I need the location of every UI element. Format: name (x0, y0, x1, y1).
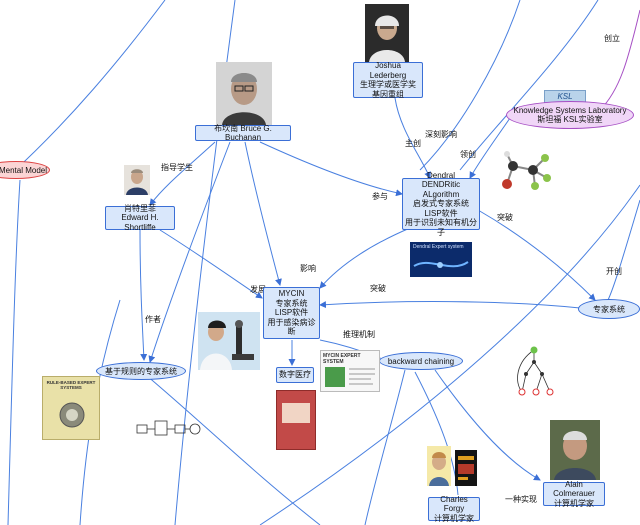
edge-bg-5 (459, 0, 599, 171)
edge-bg-1 (9, 0, 166, 176)
edge-bg-10 (364, 369, 406, 525)
photo-microscope (198, 312, 260, 370)
label-fazhan: 发展 (250, 285, 266, 294)
node-colmerauer[interactable]: Alain Colmerauer 计算机学家 (543, 480, 605, 508)
node-lederberg[interactable]: Joshua Lederberg 生理学或医学奖 基因重组 (353, 61, 423, 99)
flow-diagram-thumbnail (135, 415, 205, 443)
edge-bg-8 (139, 369, 321, 525)
book-forgy (455, 450, 477, 486)
label-yingxiang: 影响 (300, 264, 316, 273)
photo-colmerauer (550, 420, 600, 480)
edge-dendral-mycin (319, 227, 411, 289)
edge-buchanan-rulebased (148, 141, 231, 363)
edge-buchanan-mycin (244, 141, 282, 286)
label-zhuchuang: 主创 (405, 139, 421, 148)
label-canyu: 参与 (372, 192, 388, 201)
label-zuozhe: 作者 (145, 315, 161, 324)
photo-lederberg (365, 4, 409, 62)
dendral-banner: Dendral Expert system (410, 242, 472, 277)
node-mycin[interactable]: MYCIN 专家系统 LISP软件 用于感染病诊断 (263, 287, 320, 339)
label-zhidao: 指导学生 (161, 163, 193, 172)
edge-buchanan-shortliffe (149, 141, 216, 206)
node-dendral[interactable]: Dendral DENDRitic ALgorithm 启发式专家系统 LISP… (402, 171, 480, 237)
graph-diagram (512, 342, 558, 400)
label-tuili: 推理机制 (343, 330, 375, 339)
photo-buchanan (216, 62, 272, 125)
edge-backward-colmerauer (434, 369, 541, 481)
node-mental-model[interactable]: Mental Model (0, 161, 50, 179)
edge-buchanan-dendral (259, 141, 403, 197)
edge-bg-2 (7, 179, 21, 525)
label-kaichuang: 开创 (606, 267, 622, 276)
mycin-book-cover: MYCIN EXPERT SYSTEM (320, 350, 380, 392)
red-book-cover (276, 390, 316, 450)
edge-bg-4 (419, 0, 521, 171)
edge-shortliffe-mycin (159, 229, 263, 299)
node-buchanan[interactable]: 布坎南 Bruce G. Buchanan (195, 124, 291, 142)
node-expert-system[interactable]: 专家系统 (578, 299, 640, 319)
label-chuangli: 创立 (604, 34, 620, 43)
node-forgy[interactable]: Charles Forgy 计算机学家 (428, 495, 480, 523)
node-digital-medicine[interactable]: 数字医疗 (276, 367, 314, 383)
edge-ksl-dendral (469, 117, 511, 179)
node-backward-chaining[interactable]: backward chaining (379, 352, 463, 370)
label-yizhong: 一种实现 (505, 495, 537, 504)
edge-expert-mycin (319, 301, 581, 309)
photo-forgy (427, 446, 451, 486)
rule-based-book-cover: RULE-BASED EXPERT SYSTEMS (42, 376, 100, 440)
label-shenke: 深刻影响 (425, 130, 457, 139)
edge-bg-6 (259, 184, 640, 525)
photo-shortliffe (124, 165, 150, 195)
label-lingchuang: 领创 (460, 150, 476, 159)
label-tupo2: 突破 (370, 284, 386, 293)
node-rule-based[interactable]: 基于规则的专家系统 (96, 362, 186, 380)
node-shortliffe[interactable]: 肖特里菲 Edward H. Shortliffe (105, 204, 175, 232)
edge-bg-11 (599, 9, 640, 111)
molecule-image (495, 148, 557, 198)
label-tupo1: 突破 (497, 213, 513, 222)
edge-dendral-expert (477, 209, 596, 301)
edge-shortliffe-rulebased (139, 229, 148, 361)
node-ksl[interactable]: Knowledge Systems Laboratory 斯坦福 KSL实验室 (506, 101, 634, 129)
edge-bg-7 (607, 199, 640, 301)
edge-lederberg-dendral (394, 97, 431, 179)
